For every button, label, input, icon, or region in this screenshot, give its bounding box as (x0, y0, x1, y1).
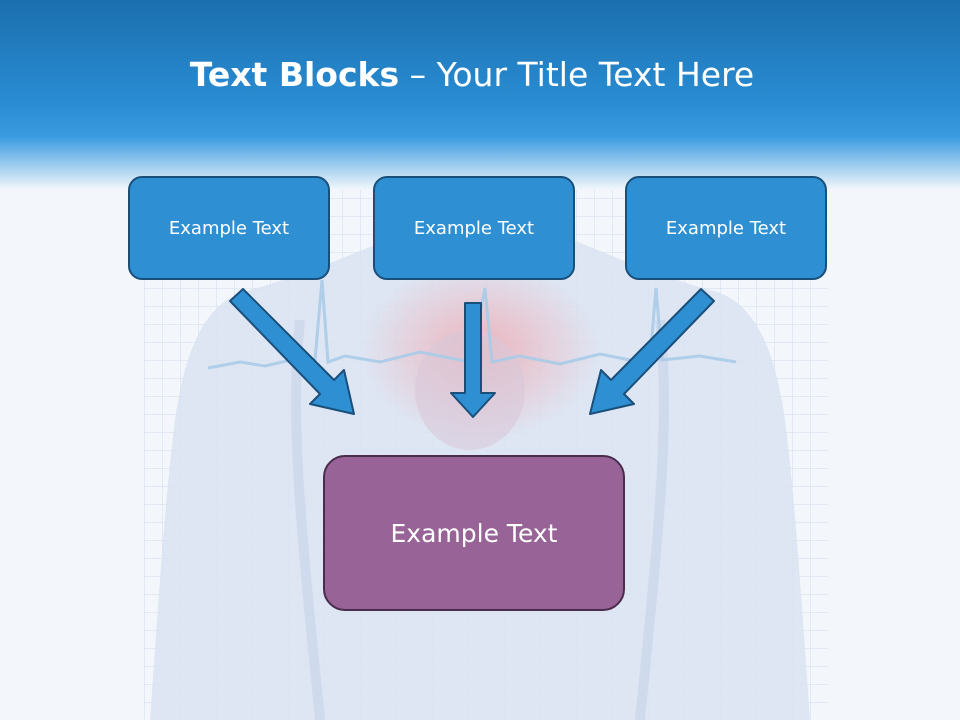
text-box-center-label: Example Text (413, 217, 535, 239)
text-box-bottom-label: Example Text (390, 518, 558, 548)
text-box-bottom[interactable]: Example Text (323, 455, 625, 611)
slide-title: Text Blocks – Your Title Text Here (0, 52, 944, 98)
text-box-center[interactable]: Example Text (373, 176, 575, 280)
text-box-right[interactable]: Example Text (625, 176, 827, 280)
title-rest: – Your Title Text Here (399, 55, 755, 94)
header-band (0, 0, 960, 190)
text-box-left[interactable]: Example Text (128, 176, 330, 280)
title-bold: Text Blocks (189, 55, 400, 94)
text-box-left-label: Example Text (168, 217, 290, 239)
arrow-left-diagonal (229, 288, 355, 415)
arrow-right-diagonal (589, 288, 715, 415)
text-box-right-label: Example Text (665, 217, 787, 239)
arrow-center-vertical (450, 302, 496, 418)
